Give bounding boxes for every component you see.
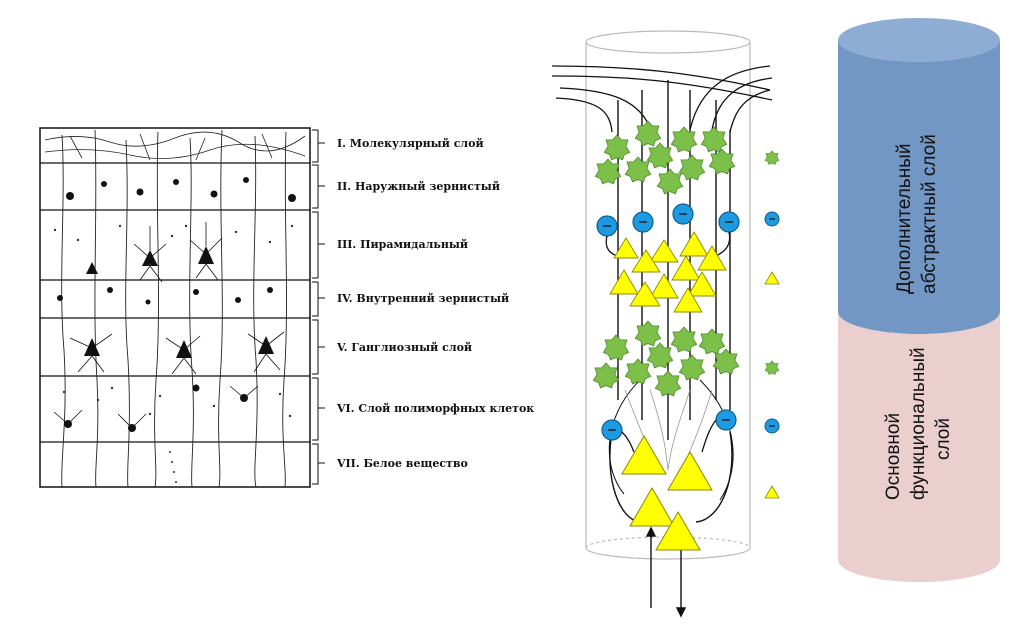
- layer-label-6: VI. Слой полиморфных клеток: [336, 402, 534, 415]
- star-cells-upper: [594, 120, 736, 195]
- upper-label-line-1: Дополнительный: [894, 144, 915, 294]
- lower-label-line-1: Основной: [883, 413, 904, 500]
- molecular-fibers: [44, 131, 306, 161]
- lower-label-line-2: функциональный: [908, 347, 929, 500]
- column-cylinder: [585, 30, 751, 560]
- legend-pyramid-icon-1: [764, 271, 780, 285]
- layer-boundaries: [40, 162, 310, 443]
- dendrites: [53, 222, 285, 429]
- pyramid-cells-upper: [609, 231, 727, 313]
- cortical-column: [551, 30, 780, 618]
- layer-label-5: V. Ганглиозный слой: [336, 341, 472, 354]
- lower-segment: [838, 312, 1000, 582]
- layer-label-4: IV. Внутренний зернистый: [337, 292, 509, 305]
- granule-dots: [53, 224, 294, 483]
- layer-label-7: VII. Белое вещество: [336, 457, 468, 470]
- upper-cap: [838, 18, 1000, 62]
- afferent-fibers: [551, 65, 773, 133]
- legend-pyramid-icon-2: [764, 485, 780, 499]
- inhibitory-cells-upper: [596, 203, 740, 257]
- layer-label-2: II. Наружный зернистый: [337, 180, 500, 193]
- pyramid-cells-lower: [621, 435, 713, 551]
- layer-label-1: I. Молекулярный слой: [337, 137, 484, 150]
- vertical-fibers: [61, 129, 287, 488]
- abstraction-cylinder: Дополнительный абстрактный слой Основной…: [838, 18, 1000, 582]
- legend-inhibitory-icon-2: [764, 418, 780, 434]
- histology-frame: [39, 127, 311, 488]
- layer-label-3: III. Пирамидальный: [337, 238, 468, 251]
- legend-star-icon-2: [764, 360, 780, 375]
- lower-label-line-3: слой: [933, 418, 954, 460]
- inhibitory-cells-lower: [601, 409, 737, 453]
- cell-type-legend: [764, 150, 780, 499]
- upper-segment: [838, 40, 1000, 334]
- upper-label-line-2: абстрактный слой: [919, 134, 940, 294]
- legend-star-icon-1: [764, 150, 780, 165]
- legend-inhibitory-icon-1: [764, 211, 780, 227]
- layer-brackets: [312, 129, 325, 485]
- star-cells-lower: [592, 320, 740, 397]
- cortex-histology: I. Молекулярный слой II. Наружный зернис…: [39, 127, 534, 488]
